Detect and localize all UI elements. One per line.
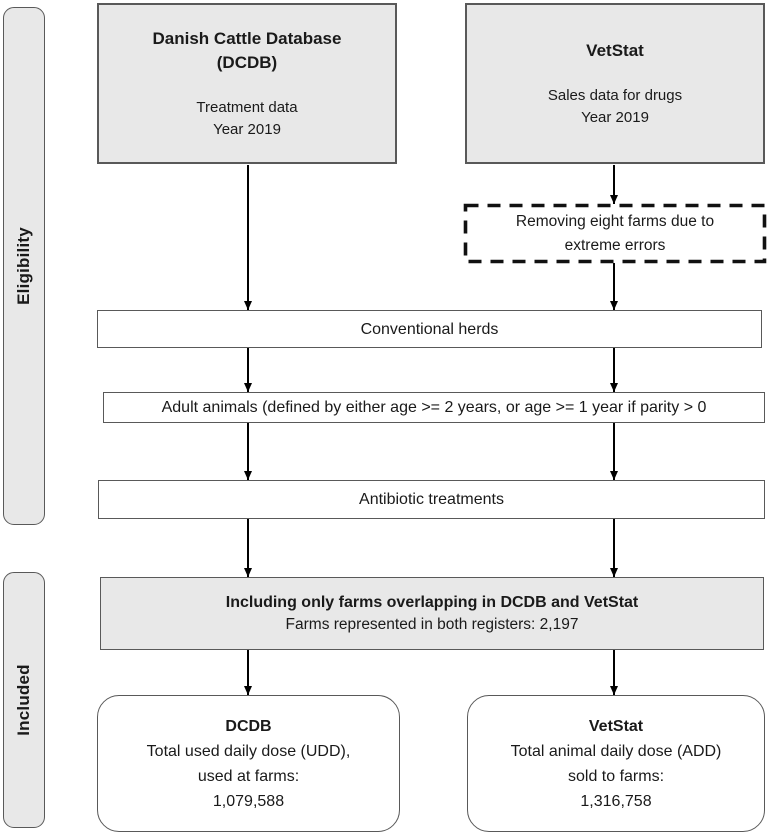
conventional-herds-box: Conventional herds xyxy=(97,310,762,348)
arrow-conventional-to-adult-left xyxy=(243,348,252,392)
vetstat-source-title: VetStat xyxy=(586,40,644,60)
stage-bar-eligibility: Eligibility xyxy=(3,7,45,525)
dashed-border xyxy=(463,203,767,264)
exclusion-line2: extreme errors xyxy=(564,236,666,254)
stage-bar-included: Included xyxy=(3,572,45,828)
included-stage-label: Included xyxy=(14,664,33,736)
arrow-overlap-to-vetstat-result xyxy=(609,650,618,695)
dcdb-source-body-line2: Year 2019 xyxy=(213,120,281,138)
arrow-conventional-to-adult-right xyxy=(609,348,618,392)
overlap-box: Including only farms overlapping in DCDB… xyxy=(100,577,764,650)
exclusion-line1: Removing eight farms due to xyxy=(515,212,715,230)
vetstat-result-line2: sold to farms: xyxy=(567,767,665,785)
vetstat-source-body-line1: Sales data for drugs xyxy=(547,86,683,104)
arrow-adult-to-antibiotic-left xyxy=(243,423,252,480)
dcdb-source-title-line1: Danish Cattle Database xyxy=(152,28,342,48)
arrow-antibiotic-to-overlap-right xyxy=(609,519,618,577)
vetstat-result-line1: Total animal daily dose (ADD) xyxy=(510,742,722,760)
overlap-subtitle: Farms represented in both registers: 2,1… xyxy=(285,616,579,633)
dcdb-result-value: 1,079,588 xyxy=(212,792,285,810)
adult-animals-box: Adult animals (defined by either age >= … xyxy=(103,392,765,423)
dcdb-result-line2: used at farms: xyxy=(197,767,300,785)
vetstat-source-body-line2: Year 2019 xyxy=(581,108,649,126)
dcdb-result-line1: Total used daily dose (UDD), xyxy=(146,742,351,760)
arrow-adult-to-antibiotic-right xyxy=(609,423,618,480)
overlap-title: Including only farms overlapping in DCDB… xyxy=(225,594,639,611)
arrow-antibiotic-to-overlap-left xyxy=(243,519,252,577)
arrow-exclusion-to-conventional xyxy=(609,263,618,310)
adult-animals-label: Adult animals (defined by either age >= … xyxy=(161,399,707,416)
antibiotic-treatments-box: Antibiotic treatments xyxy=(98,480,765,519)
eligibility-stage-label: Eligibility xyxy=(14,227,34,305)
exclusion-box: Removing eight farms due to extreme erro… xyxy=(463,203,767,264)
arrow-overlap-to-dcdb-result xyxy=(243,650,252,695)
vetstat-result-box: VetStat Total animal daily dose (ADD) so… xyxy=(467,695,765,832)
vetstat-result-title: VetStat xyxy=(588,717,644,735)
vetstat-result-value: 1,316,758 xyxy=(580,792,652,810)
conventional-herds-label: Conventional herds xyxy=(360,320,499,338)
arrow-dcdb-to-conventional xyxy=(243,165,252,310)
dcdb-source-body-line1: Treatment data xyxy=(196,98,298,116)
arrow-vetstat-to-exclusion xyxy=(609,165,618,204)
dcdb-source-box: Danish Cattle Database (DCDB) Treatment … xyxy=(97,3,397,164)
dcdb-source-title-line2: (DCDB) xyxy=(216,52,278,72)
dcdb-result-box: DCDB Total used daily dose (UDD), used a… xyxy=(97,695,400,832)
antibiotic-treatments-label: Antibiotic treatments xyxy=(359,491,504,508)
vetstat-source-box: VetStat Sales data for drugs Year 2019 xyxy=(465,3,765,164)
dcdb-result-title: DCDB xyxy=(225,717,272,735)
